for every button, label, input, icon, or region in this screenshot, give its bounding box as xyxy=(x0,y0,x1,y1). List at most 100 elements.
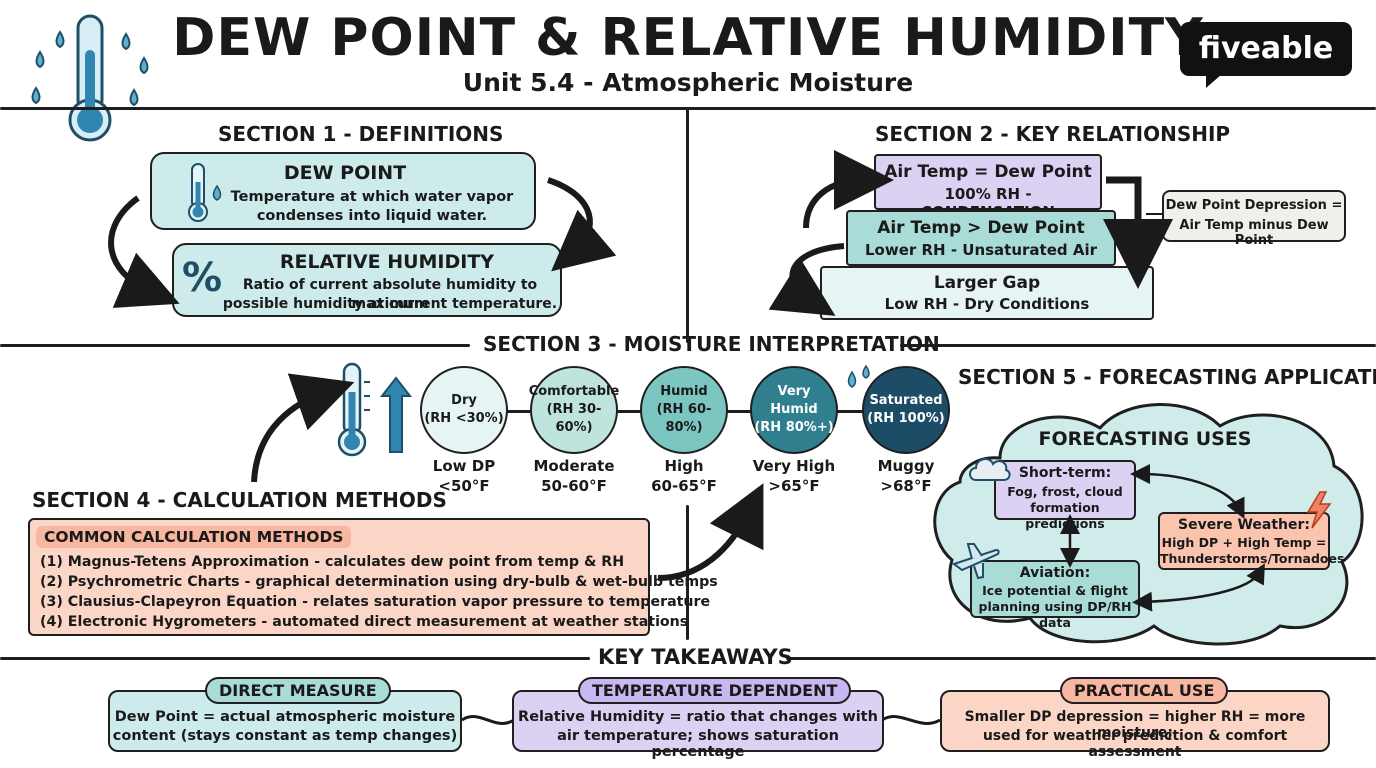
divider-vertical-upper xyxy=(686,107,689,343)
moisture-scale: Dry (RH <30%) Comfortable (RH 30-60%) Hu… xyxy=(420,366,960,506)
divider-bottom-right xyxy=(786,657,1376,660)
lightning-icon xyxy=(1304,490,1334,530)
dew-point-card: DEW POINT Temperature at which water vap… xyxy=(150,152,536,230)
method-4: (4) Electronic Hygrometers - automated d… xyxy=(40,614,689,630)
method-2: (2) Psychrometric Charts - graphical det… xyxy=(40,574,718,590)
dp-label: Muggy xyxy=(877,457,935,475)
dp-range: 60-65°F xyxy=(651,477,717,495)
section2-arrows xyxy=(768,150,1173,316)
section4-heading: SECTION 4 - CALCULATION METHODS xyxy=(32,488,447,512)
level-very-humid-name: Very Humid xyxy=(770,384,818,417)
takeaway-2-text-1: Relative Humidity = ratio that changes w… xyxy=(518,709,878,725)
method-1: (1) Magnus-Tetens Approximation - calcul… xyxy=(40,554,625,570)
takeaway-2-label: TEMPERATURE DEPENDENT xyxy=(578,677,852,704)
dew-point-title: DEW POINT xyxy=(283,162,407,184)
divider-bottom-left xyxy=(0,657,590,660)
relative-humidity-text-2: possible humidity at current temperature… xyxy=(222,296,558,312)
level-very-humid-circle: Very Humid (RH 80%+) xyxy=(750,366,838,454)
water-drops-icon xyxy=(842,364,876,400)
aviation-title: Aviation: xyxy=(1019,565,1091,581)
section1-arrows xyxy=(108,177,617,308)
relative-humidity-title: RELATIVE HUMIDITY xyxy=(279,251,495,273)
level-dry-range: (RH <30%) xyxy=(424,411,504,426)
page-subtitle: Unit 5.4 - Atmospheric Moisture xyxy=(462,68,914,97)
dp-label: Low DP xyxy=(432,457,496,475)
section5-heading: SECTION 5 - FORECASTING APPLICATIONS xyxy=(958,365,1376,389)
level-saturated-range: (RH 100%) xyxy=(867,411,945,426)
fiveable-logo: fiveable xyxy=(1180,22,1352,88)
level-saturated-name: Saturated xyxy=(869,393,943,408)
level-dry-circle: Dry (RH <30%) xyxy=(420,366,508,454)
dp-label: High xyxy=(664,457,704,475)
takeaway-3-text-2: used for weather prediction & comfort as… xyxy=(982,728,1288,760)
level-saturated-dp: Muggy >68°F xyxy=(851,456,961,496)
dew-point-text-1: Temperature at which water vapor xyxy=(230,189,514,205)
takeaway-3-text-1: Smaller DP depression = higher RH = more… xyxy=(964,709,1306,741)
key-takeaways-heading: KEY TAKEAWAYS xyxy=(598,645,793,669)
thermometer-drop-icon xyxy=(184,162,228,224)
dp-label: Moderate xyxy=(533,457,615,475)
tier-condensation: Air Temp = Dew Point 100% RH - CONDENSAT… xyxy=(874,154,1102,221)
tier-2-line-2: Lower RH - Unsaturated Air xyxy=(864,241,1098,259)
severe-weather-text-2: Thunderstorms/Tornadoes xyxy=(1160,551,1345,566)
level-humid-name: Humid xyxy=(660,384,708,399)
level-comfortable-circle: Comfortable (RH 30-60%) xyxy=(528,366,620,454)
dp-range: <50°F xyxy=(438,477,490,495)
dew-point-text-2: condenses into liquid water. xyxy=(256,208,488,224)
divider-middle-left xyxy=(0,344,470,347)
divider-middle-right xyxy=(900,344,1376,347)
level-very-humid-range: (RH 80%+) xyxy=(754,420,834,435)
dp-range: >65°F xyxy=(768,477,820,495)
dp-range: 50-60°F xyxy=(541,477,607,495)
section3-4-arrows xyxy=(251,373,764,581)
short-term-text-2: formation predictions xyxy=(1025,500,1105,531)
section2-heading: SECTION 2 - KEY RELATIONSHIP xyxy=(875,122,1231,146)
takeaway-1-text-1: Dew Point = actual atmospheric moisture xyxy=(114,709,456,725)
tier-1-line-1: Air Temp = Dew Point xyxy=(884,162,1092,182)
aviation-card: Aviation: Ice potential & flight plannin… xyxy=(970,560,1140,630)
tier-unsaturated: Air Temp > Dew Point Lower RH - Unsatura… xyxy=(846,210,1116,266)
short-term-card: Short-term: Fog, frost, cloud formation … xyxy=(994,460,1136,531)
level-dry-name: Dry xyxy=(451,393,477,408)
level-dry-dp: Low DP <50°F xyxy=(409,456,519,496)
forecast-connectors xyxy=(1060,464,1265,612)
depression-line-1: Dew Point Depression = xyxy=(1165,198,1343,213)
forecast-cloud-title: FORECASTING USES xyxy=(1038,428,1252,450)
tier-dry: Larger Gap Low RH - Dry Conditions xyxy=(820,266,1154,320)
takeaway-3-label: PRACTICAL USE xyxy=(1060,677,1229,704)
short-term-title: Short-term: xyxy=(1018,465,1112,481)
tier-3-line-1: Larger Gap xyxy=(933,273,1041,293)
relative-humidity-card: % RELATIVE HUMIDITY Ratio of current abs… xyxy=(172,243,562,317)
dew-point-depression-note: Dew Point Depression = Air Temp minus De… xyxy=(1162,190,1346,248)
method-3: (3) Clausius-Clapeyron Equation - relate… xyxy=(40,594,711,610)
relative-humidity-text-1: Ratio of current absolute humidity to ma… xyxy=(242,277,538,312)
page-title: DEW POINT & RELATIVE HUMIDITY xyxy=(172,8,1204,68)
percent-icon: % xyxy=(182,255,223,301)
level-comfortable-range: (RH 30-60%) xyxy=(546,402,602,435)
level-humid-dp: High 60-65°F xyxy=(629,456,739,496)
level-humid-circle: Humid (RH 60-80%) xyxy=(640,366,728,454)
level-comfortable-dp: Moderate 50-60°F xyxy=(519,456,629,496)
level-comfortable-name: Comfortable xyxy=(528,384,620,399)
aviation-text-2: planning using DP/RH data xyxy=(978,599,1132,630)
section1-heading: SECTION 1 - DEFINITIONS xyxy=(218,122,504,146)
tier-2-line-1: Air Temp > Dew Point xyxy=(877,218,1085,238)
severe-weather-text-1: High DP + High Temp = xyxy=(1161,535,1327,550)
severe-weather-title: Severe Weather: xyxy=(1177,517,1310,533)
takeaway-2-text-2: air temperature; shows saturation percen… xyxy=(557,728,839,760)
thermometer-rain-icon xyxy=(22,10,162,150)
takeaway-connectors xyxy=(461,715,941,725)
short-term-text-1: Fog, frost, cloud xyxy=(1007,484,1123,499)
airplane-icon xyxy=(950,540,1000,580)
dp-range: >68°F xyxy=(880,477,932,495)
depression-line-2: Air Temp minus Dew Point xyxy=(1179,218,1329,248)
calculation-methods-title: COMMON CALCULATION METHODS xyxy=(36,526,352,548)
tier-3-line-2: Low RH - Dry Conditions xyxy=(884,295,1090,313)
dp-label: Very High xyxy=(752,457,836,475)
level-humid-range: (RH 60-80%) xyxy=(656,402,712,435)
section3-heading: SECTION 3 - MOISTURE INTERPRETATION xyxy=(483,332,940,356)
calculation-methods-box: COMMON CALCULATION METHODS (1) Magnus-Te… xyxy=(28,518,718,636)
small-cloud-icon xyxy=(966,452,1012,484)
level-saturated-circle: Saturated (RH 100%) xyxy=(862,366,950,454)
takeaway-1-label: DIRECT MEASURE xyxy=(205,677,391,704)
